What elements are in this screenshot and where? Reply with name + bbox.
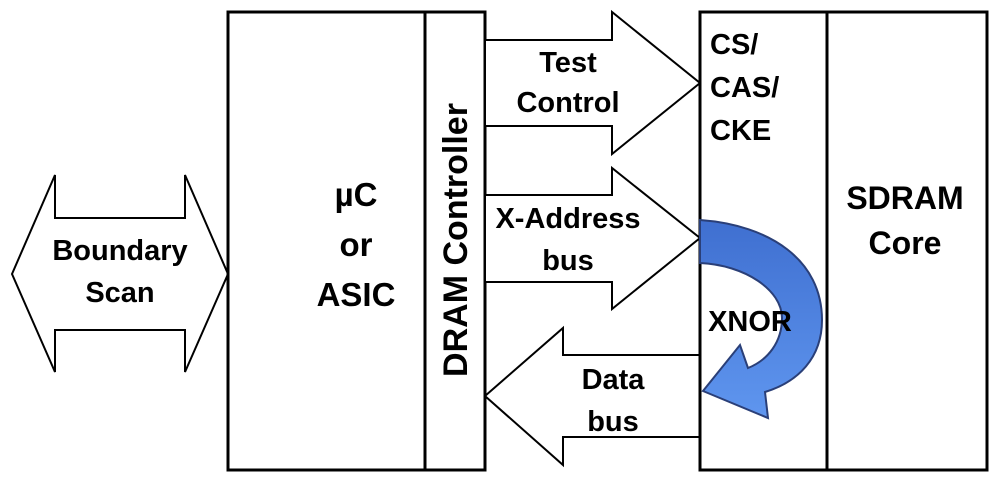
data-bus-label-line1: Data bbox=[582, 364, 646, 396]
test-control-label-line2: Control bbox=[516, 87, 619, 119]
sdram-core-label-line1: SDRAM bbox=[846, 180, 963, 216]
control-signals-label-line3: CKE bbox=[710, 115, 771, 147]
x-address-bus-arrow bbox=[484, 165, 702, 312]
boundary-scan-label-line2: Scan bbox=[85, 277, 154, 309]
data-bus-label-line2: bus bbox=[587, 406, 639, 438]
control-signals-label-line1: CS/ bbox=[710, 29, 758, 61]
sdram-core-label-line2: Core bbox=[869, 225, 942, 261]
boundary-scan-arrow bbox=[10, 174, 230, 373]
control-signals-label-line2: CAS/ bbox=[710, 72, 779, 104]
xnor-curved-arrow bbox=[699, 218, 824, 420]
xnor-label: XNOR bbox=[708, 306, 792, 338]
data-bus-arrow bbox=[483, 325, 701, 468]
processor-block bbox=[226, 10, 487, 472]
test-control-arrow bbox=[484, 9, 702, 157]
x-address-bus-label-line1: X-Address bbox=[495, 203, 640, 235]
processor-label-line1: µC bbox=[335, 176, 378, 213]
dram-controller-label: DRAM Controller bbox=[437, 103, 475, 377]
x-address-bus-label-line2: bus bbox=[542, 245, 594, 277]
boundary-scan-label-line1: Boundary bbox=[52, 235, 187, 267]
test-control-label-line1: Test bbox=[539, 47, 597, 79]
processor-label-line3: ASIC bbox=[317, 276, 396, 313]
processor-label-line2: or bbox=[340, 226, 373, 263]
